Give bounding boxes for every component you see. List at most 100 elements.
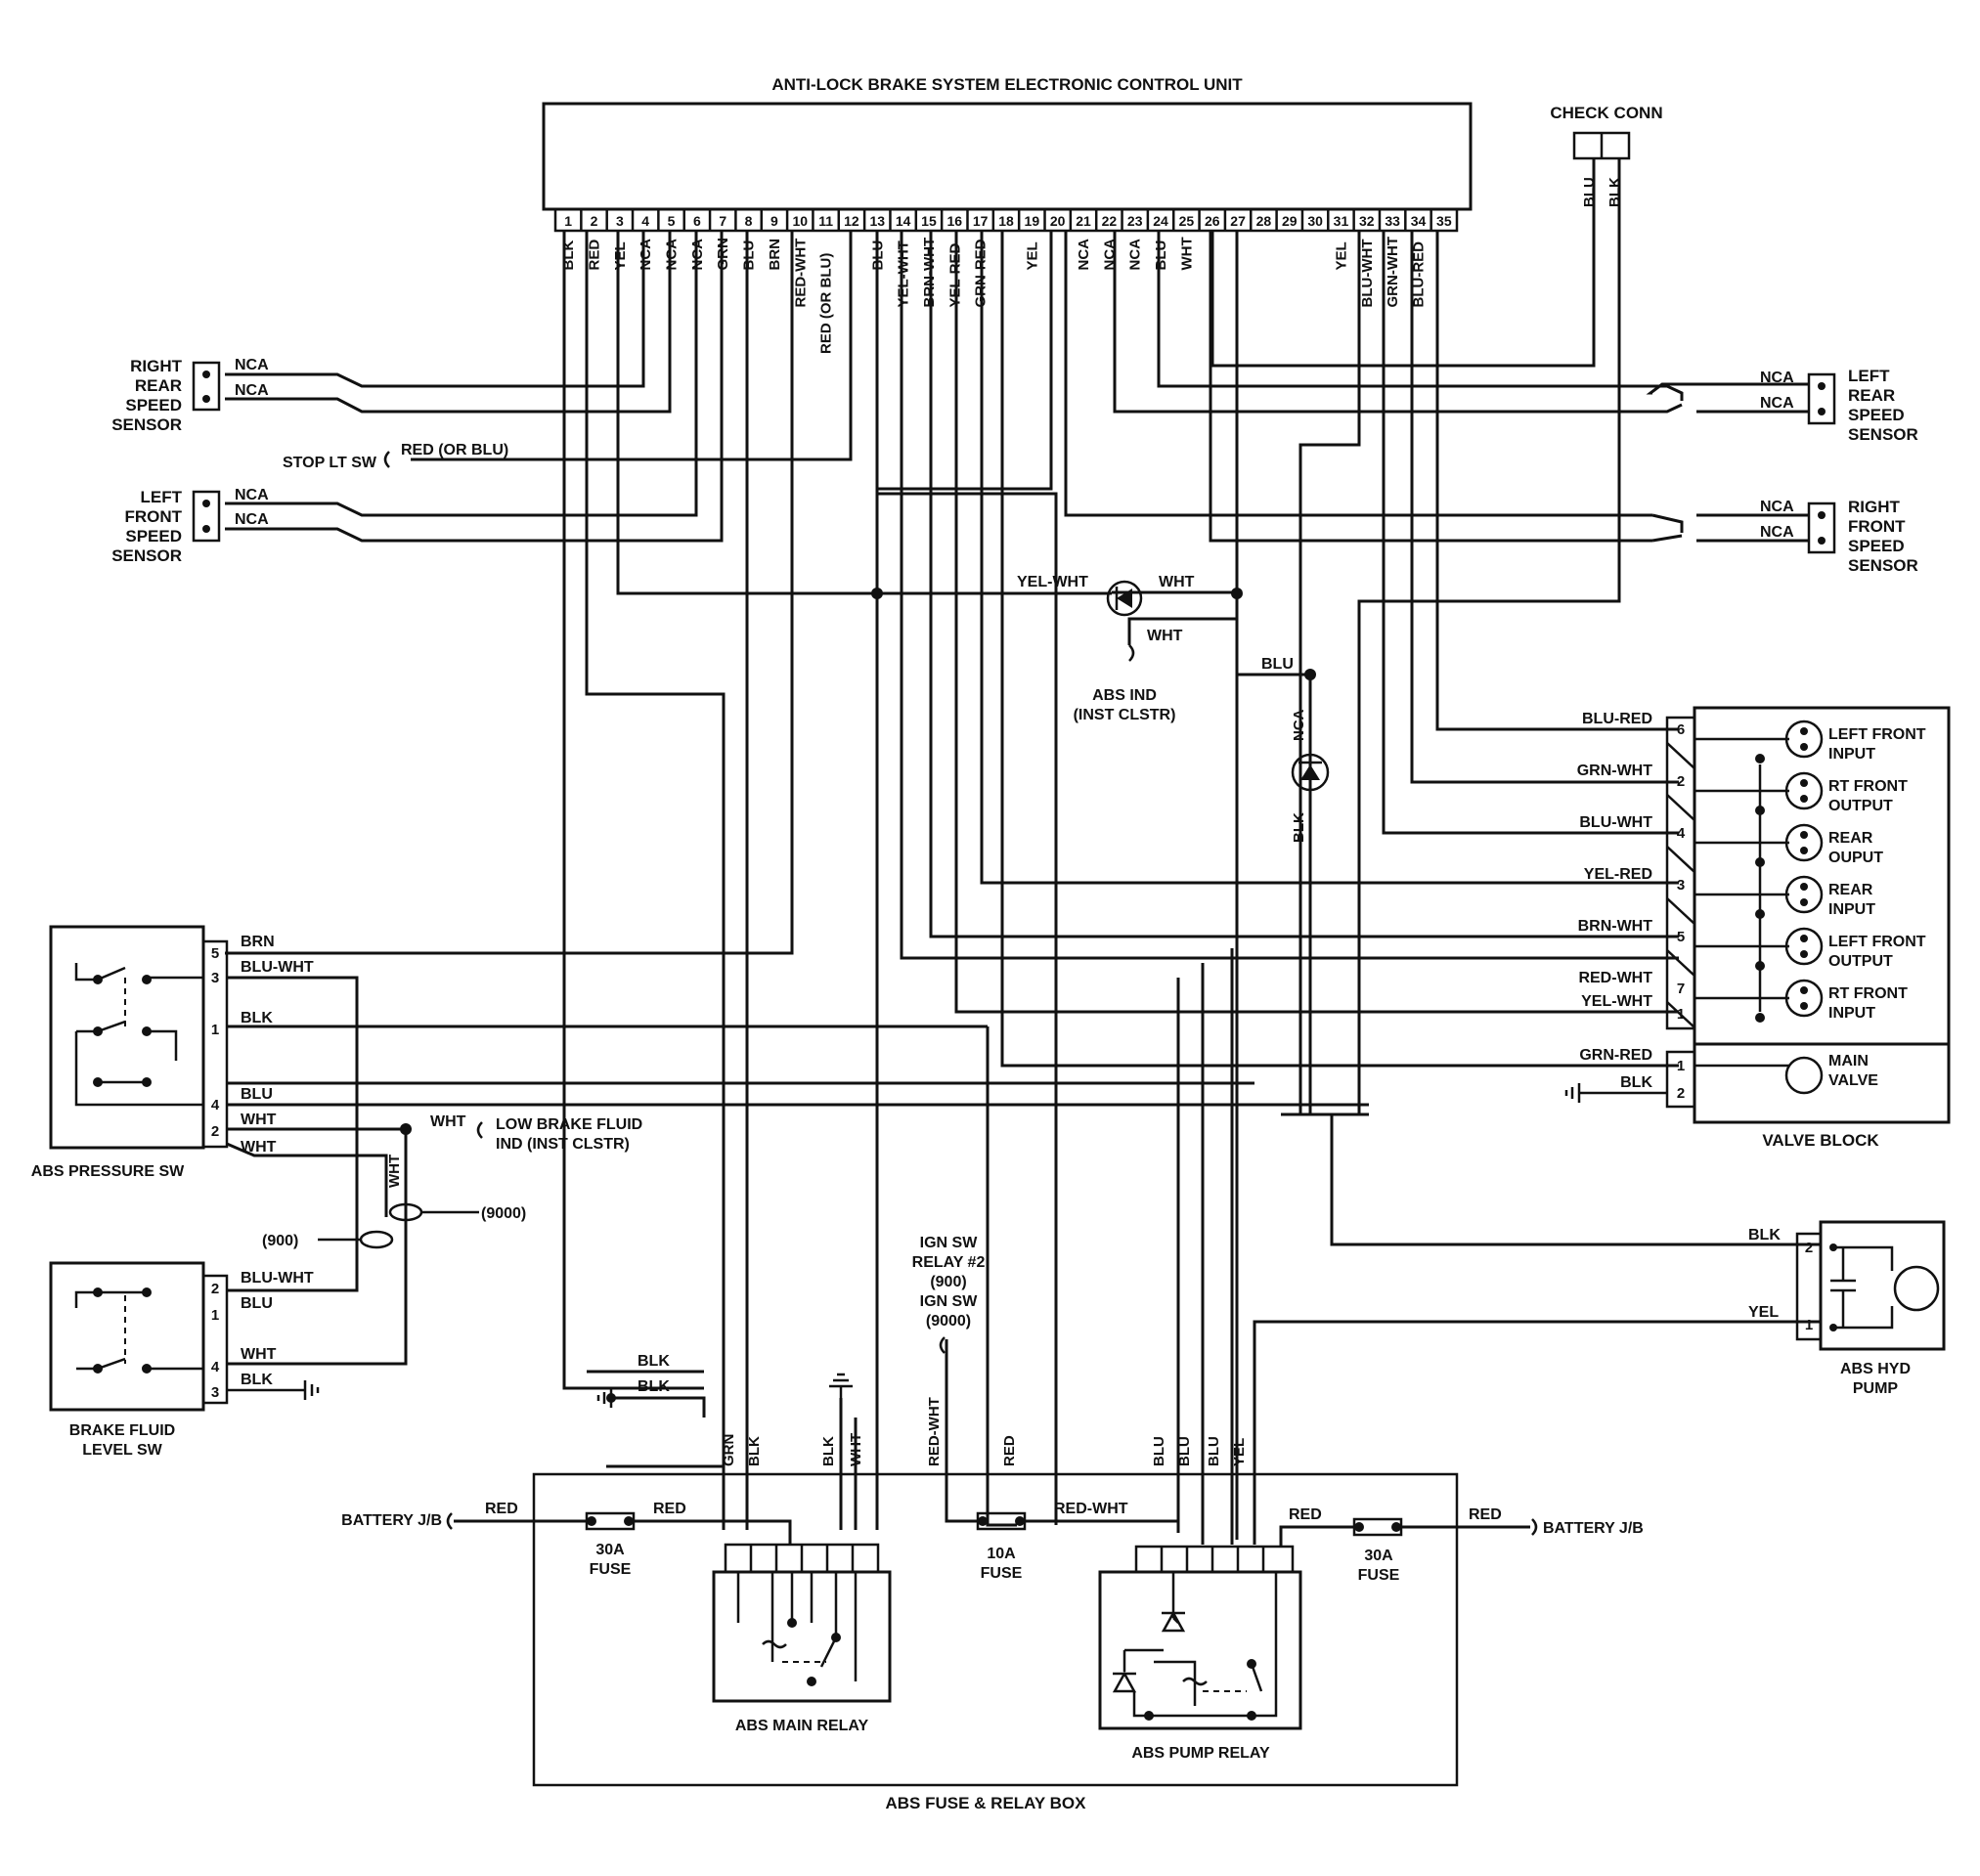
harness-wires [225, 158, 1821, 1545]
low-fluid-line-1: LOW BRAKE FLUID [496, 1116, 642, 1133]
hyd-wire-yel: YEL [1748, 1304, 1779, 1321]
stop-lt-label: STOP LT SW [283, 455, 377, 471]
ecu-wire-color-label: GRN [715, 238, 731, 270]
valve-row-pin: 6 [1677, 721, 1685, 738]
fluid-sw-pin: 1 [211, 1307, 219, 1324]
solenoid-terminal [1800, 727, 1808, 735]
lr-sensor-line-2: REAR [1848, 386, 1895, 405]
ecu-wire-color-label: BLU [741, 240, 758, 271]
fluid-sw-wire: BLK [241, 1372, 273, 1388]
ecu-pin-number: 25 [1179, 213, 1195, 229]
valve-row-name: INPUT [1828, 1005, 1875, 1022]
lf-sensor-line-2: FRONT [124, 507, 182, 526]
solenoid-icon [1784, 979, 1824, 1018]
fuse-left-line-2: FUSE [590, 1561, 632, 1578]
ign-sw: IGN SW RELAY #2 (900) IGN SW (9000) [912, 1235, 985, 1354]
valve-row-wire: BLU-WHT [1579, 814, 1652, 831]
ecu-pin-number: 29 [1282, 213, 1298, 229]
valve-row-name: REAR [1828, 882, 1873, 898]
abs-ind-wire-left: YEL-WHT [1017, 574, 1088, 590]
valve-row-slash [1666, 1001, 1695, 1028]
solenoid-icon [1784, 875, 1824, 914]
ecu-pin-number: 8 [745, 213, 753, 229]
rr-sensor-wire-2: NCA [235, 382, 269, 399]
left-front-speed-sensor: LEFT FRONT SPEED SENSOR NCA NCA [111, 487, 269, 565]
valve-row-name: OUTPUT [1828, 953, 1893, 970]
valve-row-name: RT FRONT [1828, 778, 1908, 795]
ecu-wire-color-label: BRN-WHT [921, 238, 938, 308]
ecu-wire-color-label: BLU-RED [1410, 241, 1427, 308]
fuse-right: 30A FUSE [1352, 1517, 1403, 1584]
abs-ind-wire-down: WHT [1147, 628, 1183, 644]
ecu-pin-number: 18 [998, 213, 1014, 229]
valve-main-wire: BLK [1620, 1074, 1652, 1091]
rf-sensor-line-2: FRONT [1848, 517, 1906, 536]
ecu-pin-number: 24 [1153, 213, 1168, 229]
ign-line-3: (900) [930, 1274, 966, 1290]
ecu-wire-color-label: WHT [1178, 237, 1195, 270]
valve-row-name: LEFT FRONT [1828, 726, 1926, 743]
relay-box-outline [532, 1472, 1459, 1787]
solenoid-terminal [1800, 743, 1808, 751]
valve-junction [1755, 754, 1765, 763]
ecu-pin-number: 4 [641, 213, 649, 229]
fluid-sw-line-1: BRAKE FLUID [69, 1422, 175, 1439]
ecu-wire-color-label: YEL [1024, 241, 1040, 270]
ecu-wire-color-label: RED (OR BLU) [818, 253, 835, 354]
relay-box-vertical-label: BLU [1206, 1436, 1222, 1466]
ecu-wire-color-label: NCA [638, 239, 654, 271]
fuse-right-line-1: 30A [1364, 1548, 1393, 1564]
valve-main-name: VALVE [1828, 1072, 1878, 1089]
valve-row-wire: YEL-RED [1584, 866, 1652, 883]
pressure-sw-wire: WHT [241, 1112, 277, 1128]
main-relay-label: ABS MAIN RELAY [735, 1718, 869, 1734]
hyd-pump-line-1: ABS HYD [1840, 1361, 1911, 1377]
relay-box-vertical-label: GRN [721, 1434, 737, 1466]
fuse-left: 30A FUSE [585, 1511, 636, 1578]
relay-box-vertical-label: BLU [1151, 1436, 1167, 1466]
abs-ind-line-1: ABS IND [1092, 687, 1157, 704]
ecu-pin-number: 26 [1205, 213, 1220, 229]
pressure-sw-pin: 1 [211, 1022, 219, 1038]
ref-900: (900) [262, 1233, 298, 1249]
relay-wire-red-wht: RED-WHT [1054, 1501, 1128, 1517]
valve-row-name: OUPUT [1828, 850, 1883, 866]
solenoid-terminal [1800, 898, 1808, 906]
ref-9000: (9000) [481, 1205, 526, 1222]
valve-row-slash [1666, 846, 1695, 873]
ecu-wire-color-label: NCA [1076, 239, 1092, 271]
valve-row-wire: GRN-WHT [1577, 763, 1653, 779]
ign-line-1: IGN SW [920, 1235, 979, 1251]
nca-diode-icon [1291, 753, 1330, 792]
relay-wire-red-4: RED [1469, 1506, 1502, 1523]
abs-main-relay: ABS MAIN RELAY [712, 1543, 892, 1734]
solenoid-terminal [1800, 847, 1808, 854]
fluid-sw-switch-icon [74, 1287, 203, 1374]
ecu-wire-color-label: BLU [1153, 240, 1169, 271]
valve-row-wire: BLU-RED [1582, 711, 1652, 727]
relay-box-vertical-label: RED-WHT [926, 1397, 943, 1466]
solenoid-terminal [1800, 950, 1808, 958]
hyd-pump-line-2: PUMP [1853, 1380, 1899, 1397]
valve-row-name: INPUT [1828, 746, 1875, 763]
lf-sensor-line-3: SPEED [125, 527, 182, 545]
pressure-sw-pin: 2 [211, 1123, 219, 1140]
battery-left: BATTERY J/B [341, 1512, 442, 1529]
abs-ind-diode-icon [1106, 580, 1143, 617]
fluid-sw-pin: 3 [211, 1384, 219, 1401]
pressure-sw-wire: BLU [241, 1086, 273, 1103]
right-front-speed-sensor: NCA NCA RIGHT FRONT SPEED SENSOR [1760, 498, 1918, 575]
relay-wire-red-3: RED [1289, 1506, 1322, 1523]
battery-right: BATTERY J/B [1543, 1520, 1644, 1537]
relay-box-vertical-label: RED [1001, 1435, 1018, 1466]
lf-sensor-wire-2: NCA [235, 511, 269, 528]
valve-row-name: INPUT [1828, 901, 1875, 918]
relay-wire-red-1: RED [485, 1501, 518, 1517]
fluid-sw-wire: BLU [241, 1295, 273, 1312]
right-rear-speed-sensor: RIGHT REAR SPEED SENSOR NCA NCA [111, 357, 269, 434]
ign-line-4: IGN SW [920, 1293, 979, 1310]
diode-mid-wire: NCA [1291, 709, 1307, 741]
